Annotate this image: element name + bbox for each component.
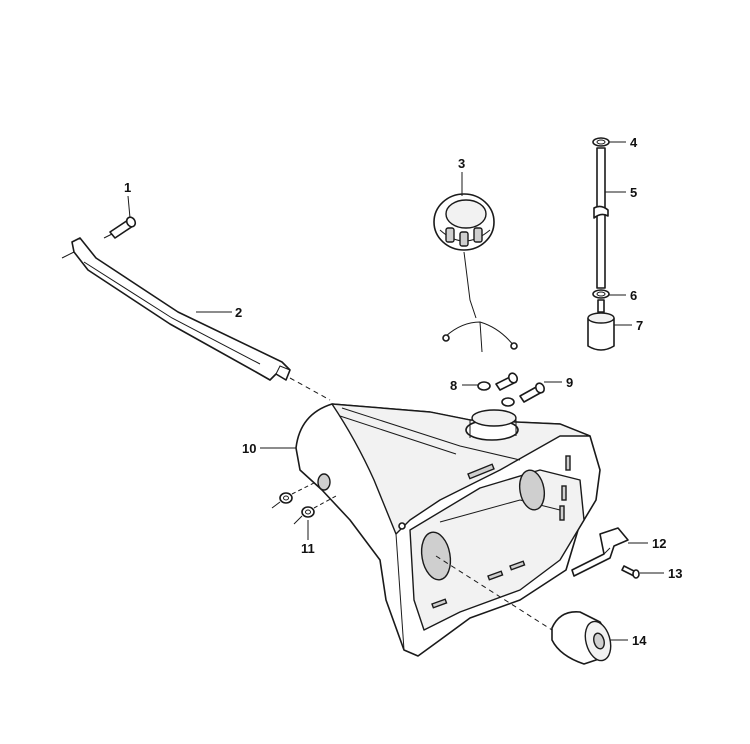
part-1-screw (103, 216, 137, 239)
callout-8: 8 (450, 378, 457, 393)
part-5-fuel-hose (593, 147, 609, 289)
callout-12: 12 (652, 536, 666, 551)
callout-2: 2 (235, 305, 242, 320)
part-10-fuel-tank-housing (295, 403, 601, 657)
callout-labels: 1 2 3 4 5 6 7 8 9 10 11 12 13 14 (124, 135, 682, 648)
part-6-clip (592, 289, 610, 299)
callout-5: 5 (630, 185, 637, 200)
callout-9: 9 (566, 375, 573, 390)
callout-14: 14 (632, 633, 647, 648)
callout-1: 1 (124, 180, 131, 195)
callout-10: 10 (242, 441, 256, 456)
part-4-clip (592, 137, 610, 147)
callout-11: 11 (301, 541, 315, 556)
callout-13: 13 (668, 566, 682, 581)
part-8-screw-washer (477, 372, 518, 391)
part-7-fuel-filter (587, 299, 615, 351)
part-13-screw (621, 565, 640, 579)
part-11-nuts (271, 481, 337, 525)
callout-6: 6 (630, 288, 637, 303)
part-12-clip-bracket (571, 527, 629, 577)
part-9-screw-washer (501, 382, 545, 407)
callout-7: 7 (636, 318, 643, 333)
leader-lines (127, 141, 664, 641)
callout-4: 4 (630, 135, 638, 150)
callout-3: 3 (458, 156, 465, 171)
part-2-bracket-bar (61, 237, 331, 401)
part-14-damper (435, 555, 612, 665)
part-3-fuel-cap (433, 193, 518, 353)
